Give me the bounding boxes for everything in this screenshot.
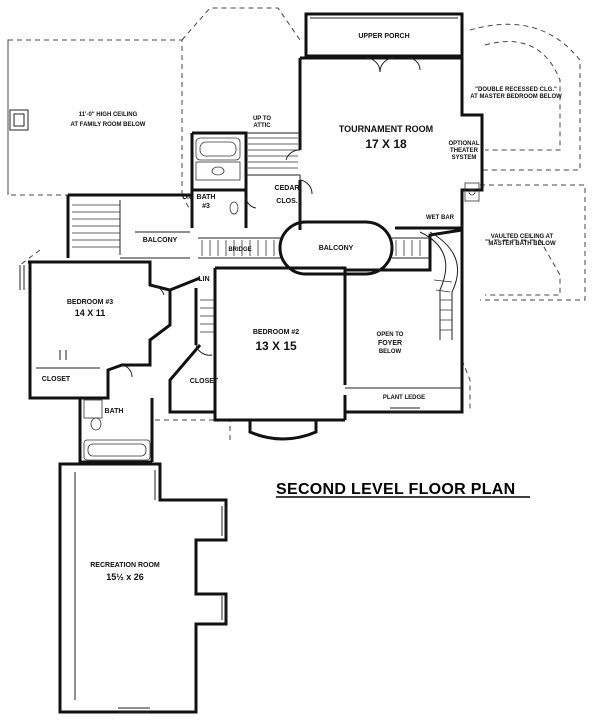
fixtures (9, 57, 480, 713)
room-labels: UPPER PORCH TOURNAMENT ROOM 17 X 18 OPTI… (42, 33, 562, 582)
wet-bar-label: WET BAR (426, 215, 455, 221)
up-to-attic-label-1: UP TO (253, 116, 271, 122)
plant-ledge-label: PLANT LEDGE (383, 395, 425, 401)
recreation-room-size: 15½ x 26 (106, 572, 144, 582)
on-label: ON (183, 195, 192, 201)
tournament-room-label: TOURNAMENT ROOM (339, 124, 433, 134)
exterior-walls (28, 56, 484, 464)
closet-mid-label: CLOSET (190, 378, 219, 385)
open-foyer-label-3: BELOW (379, 349, 402, 355)
vaulted-label-2: MASTER BATH BELOW (488, 241, 556, 247)
open-foyer-label-2: FOYER (378, 340, 402, 347)
theater-label-3: SYSTEM (452, 155, 477, 161)
bedroom3-size: 14 X 11 (75, 308, 106, 318)
up-to-attic-label-2: ATTIC (253, 123, 271, 129)
balcony-center-label: BALCONY (319, 245, 354, 252)
cedar-closet-label-1: CEDAR (275, 185, 300, 192)
closet-left-label: CLOSET (42, 376, 71, 383)
stairs (72, 137, 459, 340)
bath3-label-2: #3 (202, 203, 210, 210)
recreation-room-label: RECREATION ROOM (90, 562, 160, 569)
upper-porch (304, 12, 464, 58)
theater-label-2: THEATER (450, 148, 479, 154)
bedroom3-label: BEDROOM #3 (67, 299, 113, 306)
linen-label: LIN (198, 276, 209, 283)
recreation-room-walls (58, 462, 228, 714)
bedroom2-label: BEDROOM #2 (253, 329, 299, 336)
bridge-label: BRIDGE (228, 247, 251, 253)
family-ceiling-label-1: 11'-0" HIGH CEILING (79, 112, 138, 118)
tournament-room-size: 17 X 18 (365, 137, 407, 151)
vaulted-label-1: VAULTED CEILING AT (491, 234, 554, 240)
cedar-closet-label-2: CLOS. (276, 198, 297, 205)
bath3-label-1: BATH (197, 194, 216, 201)
theater-label-1: OPTIONAL (449, 141, 480, 147)
bedroom2-size: 13 X 15 (255, 339, 297, 353)
balcony-left-label: BALCONY (143, 237, 178, 244)
plan-title: SECOND LEVEL FLOOR PLAN (276, 481, 516, 498)
balcony-center (198, 220, 430, 276)
upper-porch-label: UPPER PORCH (358, 33, 409, 40)
family-ceiling-label-2: AT FAMILY ROOM BELOW (71, 122, 146, 128)
double-recessed-label-1: "DOUBLE RECESSED CLG." (475, 87, 557, 93)
bath-label: BATH (105, 408, 124, 415)
open-foyer-label-1: OPEN TO (377, 332, 404, 338)
double-recessed-label-2: AT MASTER BEDROOM BELOW (470, 94, 562, 100)
